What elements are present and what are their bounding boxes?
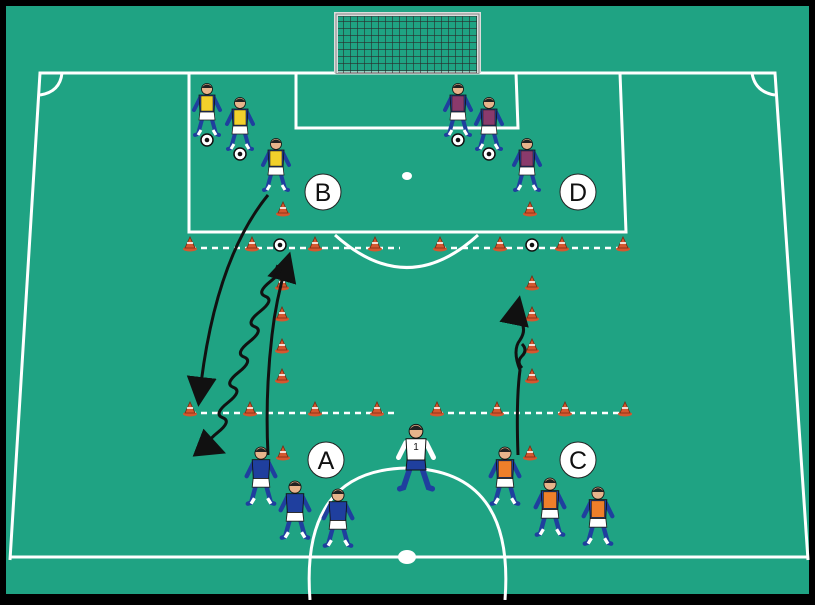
player-orange: [488, 446, 522, 506]
ball: [200, 133, 214, 147]
cone: [493, 236, 507, 252]
cone: [275, 306, 289, 322]
cone: [308, 236, 322, 252]
cone: [490, 401, 504, 417]
cone: [433, 236, 447, 252]
player-orange: [533, 477, 567, 537]
cone: [368, 236, 382, 252]
cone: [308, 401, 322, 417]
corner-arc-right: [750, 72, 776, 97]
cone: [183, 236, 197, 252]
cone: [525, 338, 539, 354]
cone: [523, 445, 537, 461]
coach: 1: [396, 423, 436, 492]
station-a-text: A: [318, 447, 335, 475]
ball: [451, 133, 465, 147]
cone: [275, 368, 289, 384]
players: [192, 83, 615, 548]
cone: [275, 338, 289, 354]
balls: [200, 133, 539, 252]
cone: [243, 401, 257, 417]
cone: [525, 368, 539, 384]
cone: [558, 401, 572, 417]
pass-arrow: [186, 194, 270, 407]
run-arrow-a: [265, 251, 297, 456]
ball: [482, 147, 496, 161]
penalty-box: [187, 72, 628, 234]
station-b-text: B: [315, 179, 332, 207]
penalty-arc: [333, 233, 480, 269]
coach-number: 1: [413, 442, 419, 453]
station-label-a: A: [307, 441, 345, 479]
dribble-arrow: [192, 264, 282, 457]
cone: [523, 201, 537, 217]
run-arrow-c: [499, 295, 529, 456]
cone: [370, 401, 384, 417]
cone: [555, 236, 569, 252]
player-purple: [512, 138, 542, 192]
ball: [233, 147, 247, 161]
goal: [334, 12, 481, 74]
player-blue: [278, 480, 312, 540]
goal-area: [294, 72, 520, 130]
penalty-spot: [402, 172, 412, 180]
player-yellow: [192, 83, 222, 137]
station-label-b: B: [304, 173, 342, 211]
cone: [276, 445, 290, 461]
cones: [183, 201, 632, 461]
station-label-d: D: [559, 173, 597, 211]
cone: [618, 401, 632, 417]
player-yellow: [225, 97, 255, 151]
cone: [245, 236, 259, 252]
cone: [183, 401, 197, 417]
station-label-c: C: [559, 441, 597, 479]
movement-arrows: [186, 194, 529, 456]
player-blue: [321, 488, 355, 548]
player-purple: [443, 83, 473, 137]
station-d-text: D: [569, 179, 587, 207]
corner-arc-left: [39, 72, 64, 97]
player-purple: [474, 97, 504, 151]
pitch: [6, 6, 809, 594]
cone: [525, 275, 539, 291]
ball: [525, 238, 539, 252]
ball: [273, 238, 287, 252]
station-c-text: C: [569, 447, 587, 475]
cone: [616, 236, 630, 252]
cone: [430, 401, 444, 417]
player-orange: [581, 486, 615, 546]
cone: [276, 201, 290, 217]
dribble-arrow-c: [517, 342, 527, 370]
player-blue: [244, 446, 278, 506]
centre-spot: [398, 550, 416, 564]
player-yellow: [261, 138, 291, 192]
